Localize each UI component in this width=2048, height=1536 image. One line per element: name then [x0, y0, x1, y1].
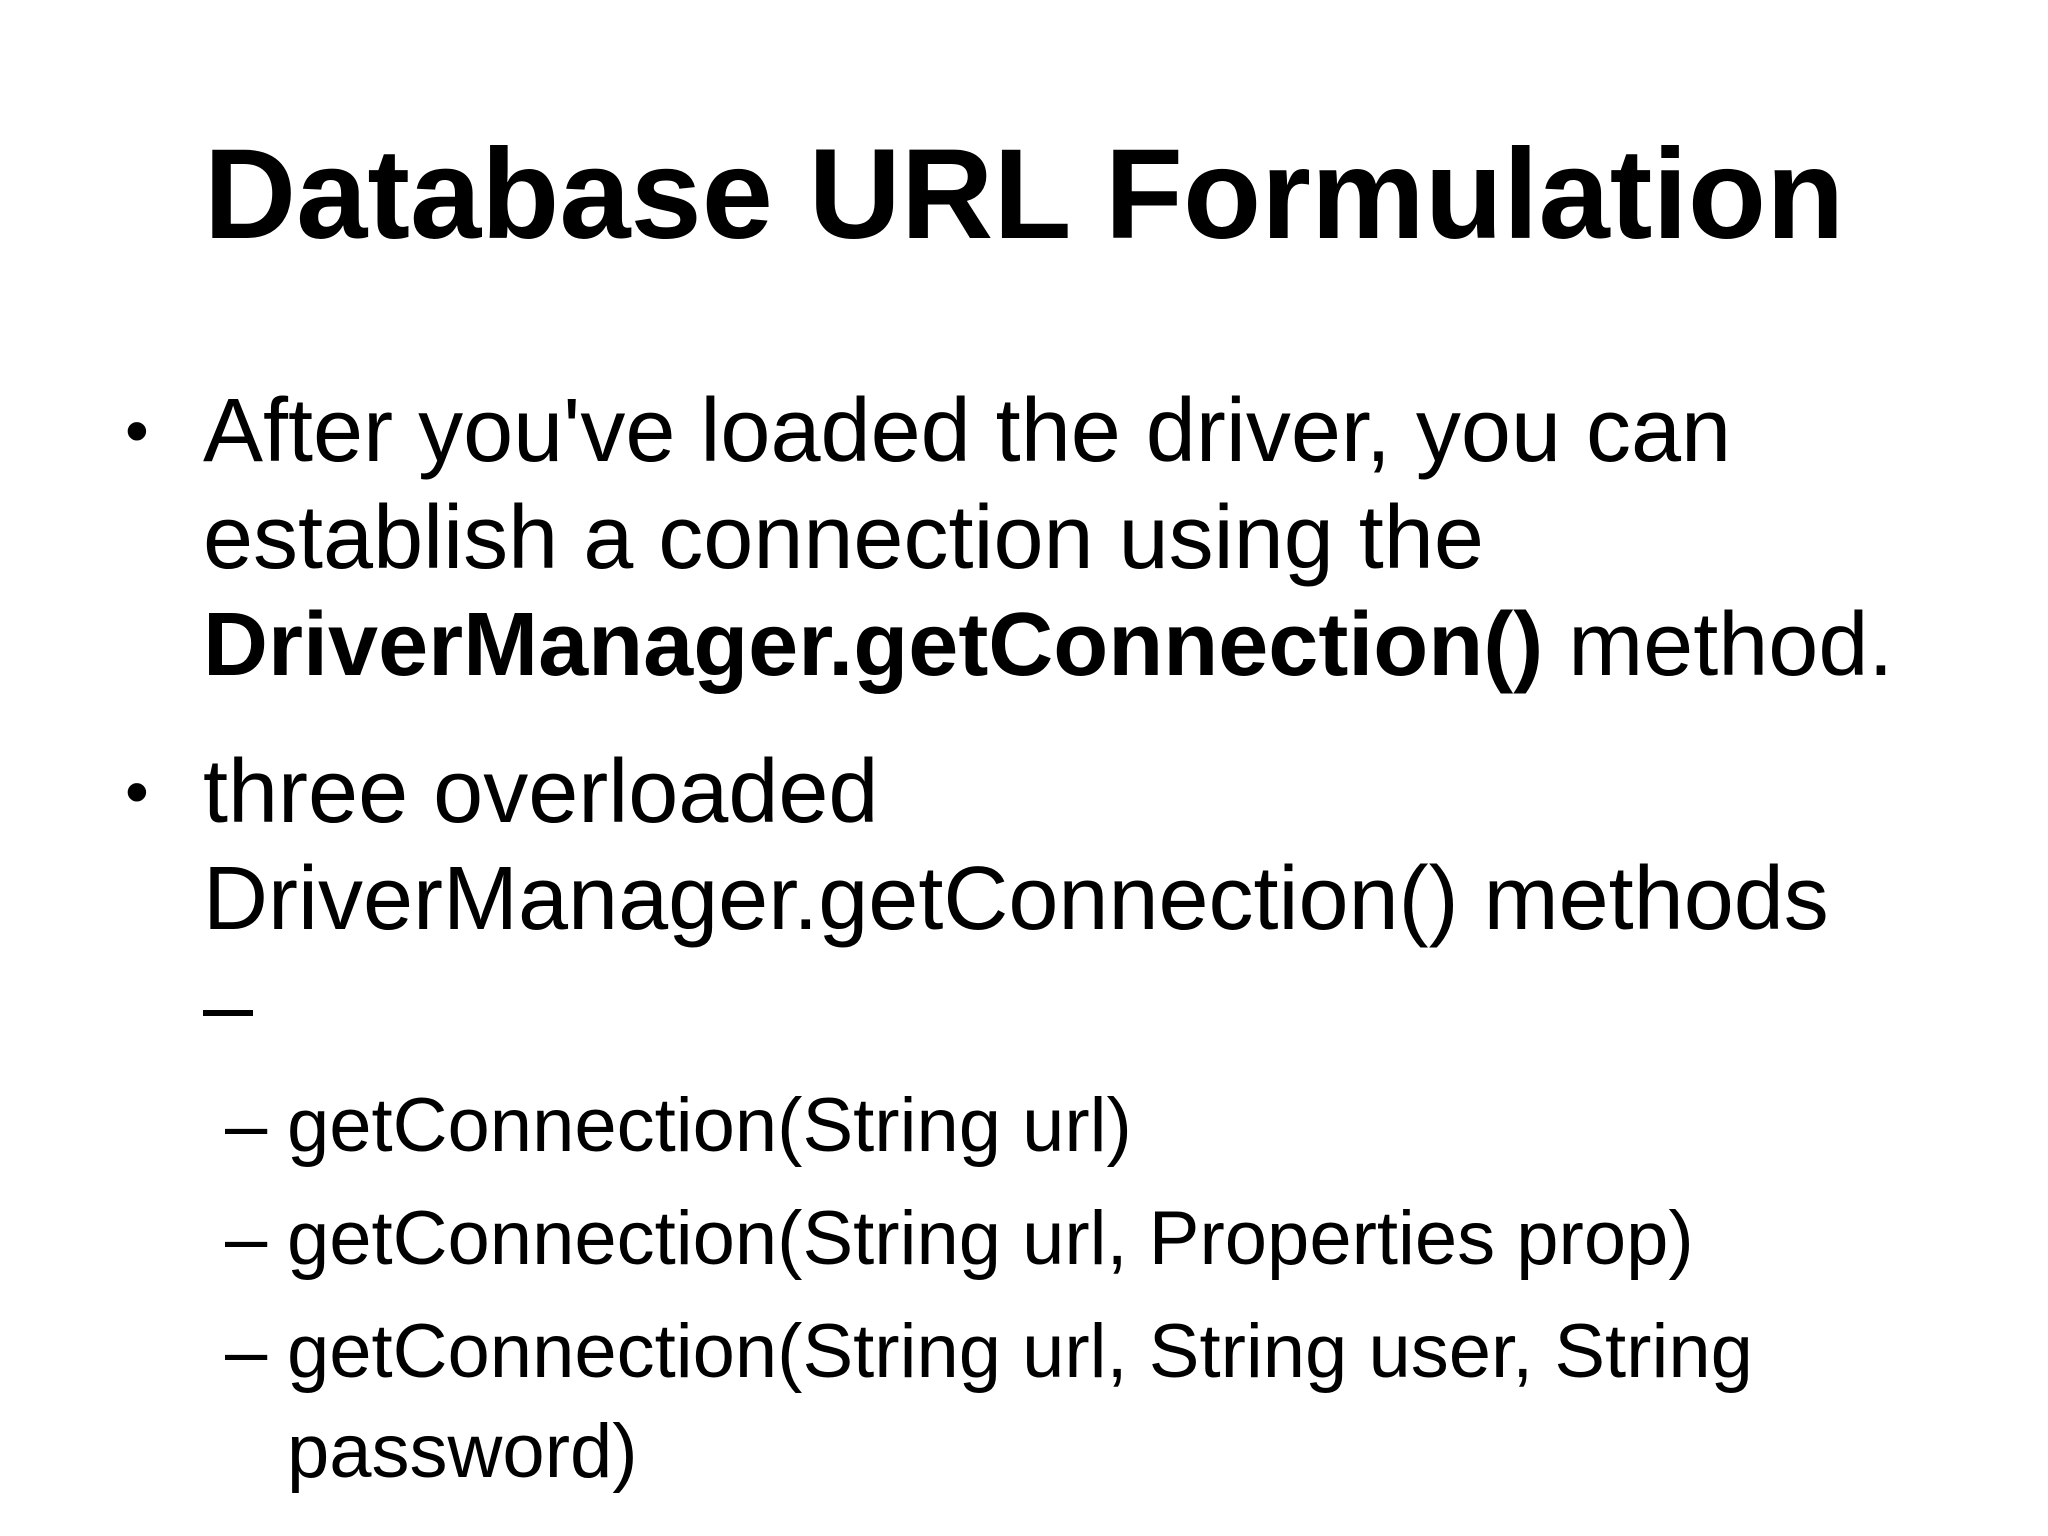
dash-marker: –: [225, 1309, 268, 1394]
bullet-line: –: [203, 956, 254, 1056]
bullet-line: establish a connection using the: [203, 488, 1484, 588]
sub-bullet-line: getConnection(String url, String user, S…: [287, 1309, 1753, 1394]
sub-bullet-item: – getConnection(String url, Properties p…: [225, 1189, 1945, 1289]
sub-bullet-line: getConnection(String url, Properties pro…: [287, 1196, 1694, 1281]
bullet-item: • After you've loaded the driver, you ca…: [125, 378, 1945, 699]
dash-marker: –: [225, 1083, 268, 1168]
sub-bullet-line: password): [287, 1409, 638, 1494]
sub-bullet-text: getConnection(String url): [287, 1076, 1132, 1176]
bold-method-name: DriverManager.getConnection(): [203, 595, 1544, 695]
bullet-line-rest: method.: [1543, 595, 1894, 695]
sub-bullet-item: – getConnection(String url, String user,…: [225, 1302, 1945, 1502]
bullet-text: After you've loaded the driver, you can …: [203, 378, 1893, 699]
sub-bullet-line: getConnection(String url): [287, 1083, 1132, 1168]
bullet-line: After you've loaded the driver, you can: [203, 381, 1732, 481]
slide-body: • After you've loaded the driver, you ca…: [125, 378, 1945, 1502]
bullet-line: three overloaded: [203, 742, 879, 842]
bullet-text: three overloaded DriverManager.getConnec…: [203, 739, 1829, 1060]
page-title: Database URL Formulation: [203, 123, 1845, 266]
dash-marker: –: [225, 1196, 268, 1281]
sub-bullet-item: – getConnection(String url): [225, 1076, 1945, 1176]
bullet-line: DriverManager.getConnection() method.: [203, 592, 1893, 699]
sub-bullet-list: – getConnection(String url) – getConnect…: [225, 1076, 1945, 1502]
bullet-item: • three overloaded DriverManager.getConn…: [125, 739, 1945, 1060]
sub-bullet-text: getConnection(String url, Properties pro…: [287, 1189, 1694, 1289]
bullet-line: DriverManager.getConnection() methods: [203, 849, 1829, 949]
bullet-marker: •: [125, 754, 149, 830]
sub-bullet-text: getConnection(String url, String user, S…: [287, 1302, 1753, 1502]
bullet-marker: •: [125, 393, 149, 469]
